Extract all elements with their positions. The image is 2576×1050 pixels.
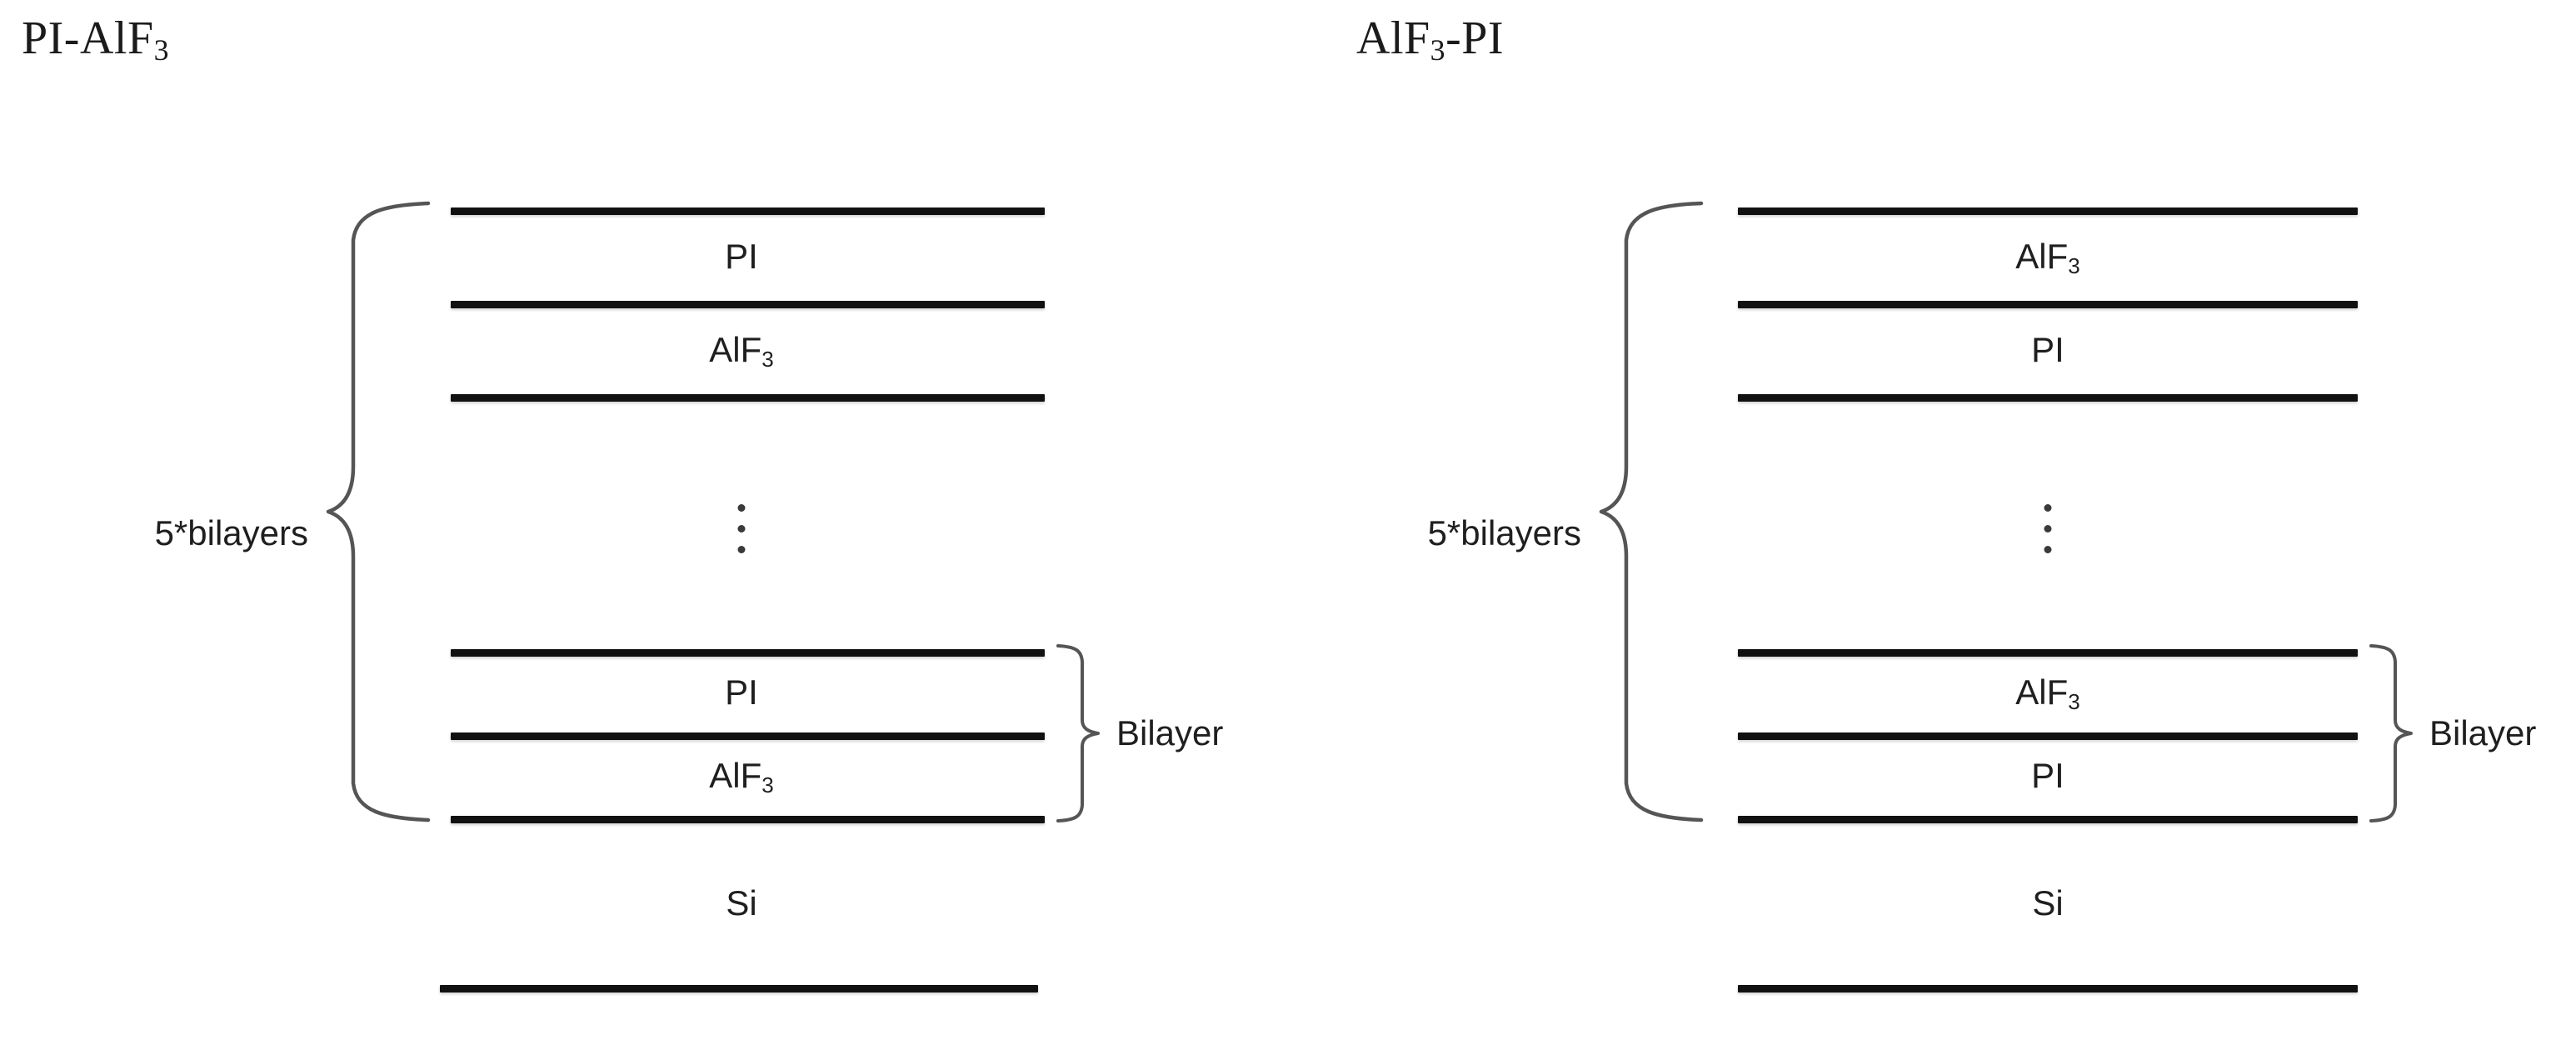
ellipsis-dot-1 [737, 504, 746, 512]
ellipsis-dot-2 [737, 525, 746, 532]
substrate-line [1738, 985, 2358, 992]
panel-title-left: PI-AlF3 [22, 12, 170, 67]
repeat-brace [1599, 201, 1704, 822]
layer-label-bottom-2-text: PI [2031, 756, 2064, 795]
layer-line-top-1 [1738, 208, 2358, 215]
repeat-brace-label-text: 5*bilayers [1427, 513, 1581, 552]
layer-label-bottom-2-sub: 3 [761, 772, 774, 798]
layer-label-top-2: PI [2031, 330, 2064, 370]
panel-title-right-main: AlF [1356, 12, 1430, 64]
bilayer-brace [1056, 644, 1100, 822]
vertical-ellipsis-icon [2044, 504, 2052, 553]
ellipsis-dot-2 [2044, 525, 2052, 532]
vertical-ellipsis-icon [737, 504, 746, 553]
layer-line-bottom-2 [451, 732, 1045, 740]
layer-label-bottom-1: AlF3 [2015, 672, 2080, 715]
panel-title-left-subscript: 3 [153, 32, 170, 67]
bilayer-brace-label-text: Bilayer [1116, 713, 1224, 752]
layer-label-top-2-text: PI [2031, 330, 2064, 369]
layer-line-bottom-3 [1738, 816, 2358, 823]
bilayer-brace [2369, 644, 2413, 822]
layer-label-bottom-2: PI [2031, 756, 2064, 796]
layer-line-top-3 [1738, 394, 2358, 402]
stack-left: PI AlF3 PI AlF3 Si 5*bilayers Bilayer [155, 201, 1223, 992]
layer-line-bottom-1 [1738, 649, 2358, 657]
bilayer-brace-label: Bilayer [2429, 713, 2536, 753]
layer-label-bottom-1-text: AlF [2015, 672, 2069, 712]
layer-label-top-1-text: AlF [2015, 237, 2069, 276]
bilayer-brace-label-text: Bilayer [2429, 713, 2537, 752]
stack-right: AlF3 PI AlF3 PI Si 5*bilayers Bilayer [1288, 0, 2576, 1050]
ellipsis-dot-3 [2044, 546, 2052, 553]
layer-label-top-1-sub: 3 [2068, 253, 2080, 279]
substrate-label: Si [726, 883, 756, 923]
layer-label-bottom-1-sub: 3 [2068, 689, 2080, 715]
layer-line-top-1 [451, 208, 1045, 215]
bilayer-brace-label: Bilayer [1116, 713, 1223, 753]
repeat-brace [326, 201, 431, 822]
ellipsis-dot-3 [737, 546, 746, 553]
layer-line-bottom-1 [451, 649, 1045, 657]
layer-label-bottom-1-text: PI [725, 672, 758, 712]
panel-title-right-subscript: 3 [1430, 32, 1446, 67]
repeat-brace-label: 5*bilayers [1428, 513, 1581, 553]
layer-label-top-2: AlF3 [709, 330, 774, 372]
layer-line-top-3 [451, 394, 1045, 402]
ellipsis-dot-1 [2044, 504, 2052, 512]
substrate-label-text: Si [2032, 883, 2064, 922]
layer-label-top-1: PI [725, 237, 758, 277]
layer-line-bottom-2 [1738, 732, 2358, 740]
layer-label-top-1: AlF3 [2015, 237, 2080, 279]
layer-line-top-2 [451, 301, 1045, 308]
layer-label-bottom-2: AlF3 [709, 756, 774, 798]
repeat-brace-label-text: 5*bilayers [154, 513, 308, 552]
panel-title-right-tail: -PI [1445, 12, 1505, 64]
substrate-line [440, 985, 1038, 992]
panel-title-left-main: PI-AlF [22, 12, 154, 64]
repeat-brace-label: 5*bilayers [155, 513, 308, 553]
panel-title-right: AlF3-PI [1356, 12, 1505, 67]
layer-label-top-2-sub: 3 [761, 347, 774, 372]
layer-label-top-1-text: PI [725, 237, 758, 276]
layer-label-bottom-2-text: AlF [709, 756, 762, 795]
layer-line-bottom-3 [451, 816, 1045, 823]
substrate-label: Si [2032, 883, 2063, 923]
layer-label-top-2-text: AlF [709, 330, 762, 369]
layer-line-top-2 [1738, 301, 2358, 308]
layer-label-bottom-1: PI [725, 672, 758, 712]
substrate-label-text: Si [726, 883, 757, 922]
